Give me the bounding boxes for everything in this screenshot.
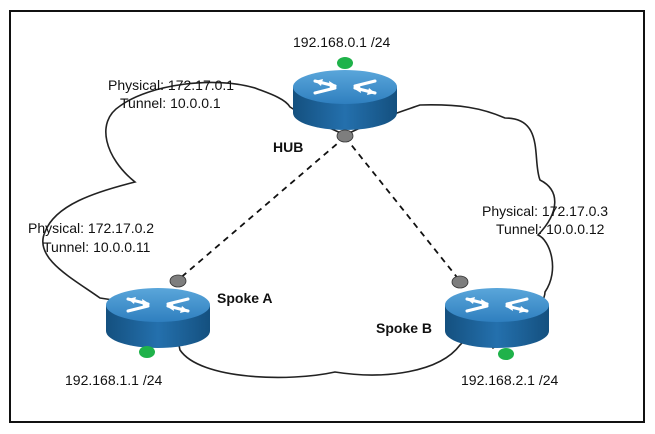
hub-physical-address: Physical: 172.17.0.1 xyxy=(108,77,234,93)
spoke-b-lan-address: 192.168.2.1 /24 xyxy=(461,372,559,388)
spoke-a-lan-interface-dot xyxy=(139,346,155,358)
tunnel-link-hub-spoke-a xyxy=(177,136,346,281)
spoke-a-router-icon xyxy=(104,286,212,350)
spoke-b-lan-interface-dot xyxy=(498,348,514,360)
tunnel-link-hub-spoke-b xyxy=(344,136,461,282)
hub-lan-interface-dot xyxy=(337,57,353,69)
hub-tunnel-address: Tunnel: 10.0.0.1 xyxy=(120,95,221,111)
network-cloud xyxy=(42,81,556,379)
spoke-a-lan-address: 192.168.1.1 /24 xyxy=(65,372,163,388)
spoke-a-tunnel-interface-dot xyxy=(169,274,187,288)
hub-tunnel-interface-dot xyxy=(336,129,354,143)
spoke-b-router-icon xyxy=(443,286,551,350)
spoke-b-name: Spoke B xyxy=(376,320,432,336)
spoke-a-tunnel-address: Tunnel: 10.0.0.11 xyxy=(43,239,151,255)
spoke-b-tunnel-interface-dot xyxy=(451,275,469,289)
spoke-a-physical-address: Physical: 172.17.0.2 xyxy=(28,220,154,236)
spoke-a-name: Spoke A xyxy=(217,290,273,306)
hub-router-icon xyxy=(291,68,399,132)
diagram-frame xyxy=(9,10,645,423)
hub-lan-address: 192.168.0.1 /24 xyxy=(293,34,391,50)
spoke-b-physical-address: Physical: 172.17.0.3 xyxy=(482,203,608,219)
spoke-b-tunnel-address: Tunnel: 10.0.0.12 xyxy=(496,221,605,237)
hub-name: HUB xyxy=(273,139,303,155)
